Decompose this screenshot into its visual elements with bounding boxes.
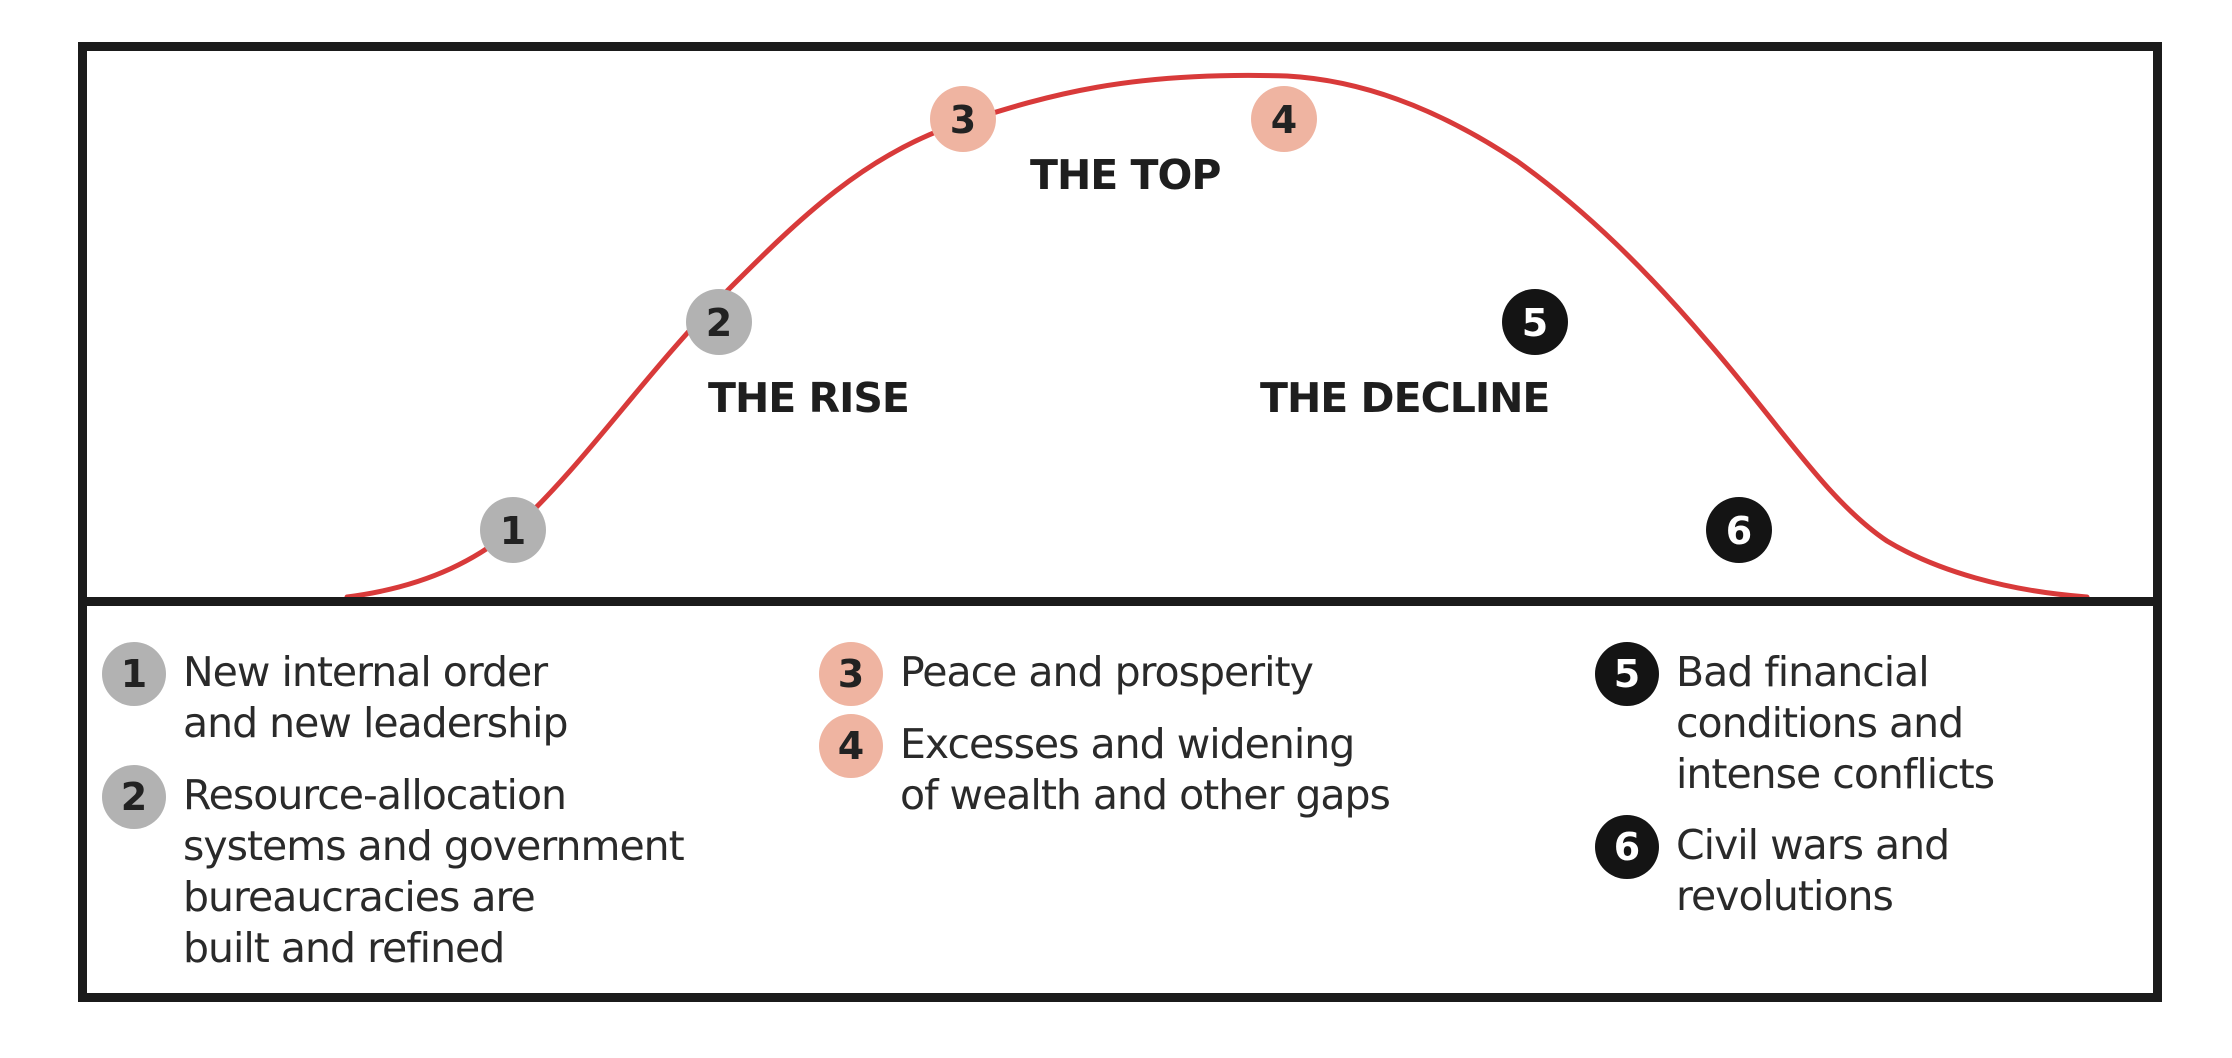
legend-badge-6: 6 xyxy=(1595,815,1659,879)
svg-text:4: 4 xyxy=(1271,98,1297,142)
cycle-curve-svg: 1 2 3 4 5 6 xyxy=(344,72,2090,597)
curve-marker-3: 3 xyxy=(930,86,996,152)
legend-badge-4: 4 xyxy=(819,714,883,778)
legend-text-4: Excesses and widening of wealth and othe… xyxy=(900,720,1391,819)
big-cycle-diagram: 1 2 3 4 5 6 THE TOP THE xyxy=(78,42,2162,1002)
phase-label-decline: THE DECLINE xyxy=(1260,374,1550,422)
legend-text-3: Peace and prosperity xyxy=(900,648,1314,696)
curve-marker-2: 2 xyxy=(686,289,752,355)
legend-item-6: 6 Civil wars and revolutions xyxy=(1595,815,1950,922)
phase-label-rise: THE RISE xyxy=(708,374,910,422)
svg-text:5: 5 xyxy=(1522,301,1548,345)
legend-text-5: Bad financial conditions and intense con… xyxy=(1676,648,1995,798)
legend-badge-1: 1 xyxy=(102,642,166,706)
curve-marker-6: 6 xyxy=(1706,497,1772,563)
legend-badge-3: 3 xyxy=(819,642,883,706)
curve-marker-4: 4 xyxy=(1251,86,1317,152)
legend-item-3: 3 Peace and prosperity xyxy=(819,642,1314,706)
legend-item-2: 2 Resource-allocation systems and govern… xyxy=(102,765,685,974)
cycle-curve xyxy=(344,72,2090,597)
legend-item-1: 1 New internal order and new leadership xyxy=(102,642,569,749)
legend-item-5: 5 Bad financial conditions and intense c… xyxy=(1595,642,1995,800)
cycle-curve-panel: 1 2 3 4 5 6 THE TOP THE xyxy=(87,51,2153,597)
legend-item-4: 4 Excesses and widening of wealth and ot… xyxy=(819,714,1391,821)
svg-text:2: 2 xyxy=(706,301,732,345)
panel-divider xyxy=(87,597,2153,606)
legend-badge-2: 2 xyxy=(102,765,166,829)
curve-marker-5: 5 xyxy=(1502,289,1568,355)
svg-text:6: 6 xyxy=(1726,509,1752,553)
legend-badge-5: 5 xyxy=(1595,642,1659,706)
svg-text:3: 3 xyxy=(950,98,976,142)
phase-label-top: THE TOP xyxy=(1030,151,1221,199)
legend-text-1: New internal order and new leadership xyxy=(183,648,569,747)
curve-marker-1: 1 xyxy=(480,497,546,563)
legend-text-6: Civil wars and revolutions xyxy=(1676,821,1950,920)
svg-text:1: 1 xyxy=(500,509,526,553)
legend-text-2: Resource-allocation systems and governme… xyxy=(183,771,685,972)
